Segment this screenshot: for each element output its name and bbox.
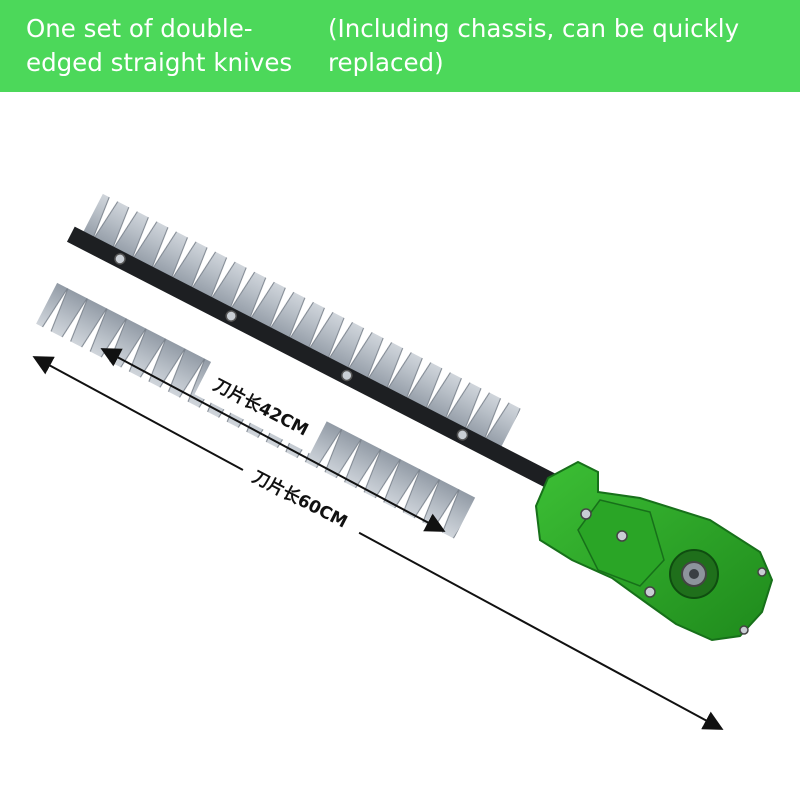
banner-right-text: (Including chassis, can be quickly repla… — [328, 14, 740, 77]
gearbox-housing — [534, 460, 774, 642]
banner-left-text: One set of double- edged straight knives — [26, 14, 293, 77]
hedge-trimmer-illustration: 刀片长42CM 刀片长60CM — [32, 193, 774, 730]
top-banner: One set of double- edged straight knives… — [0, 0, 800, 92]
product-scene: 刀片长42CM 刀片长60CM — [0, 92, 800, 800]
rivet — [114, 253, 126, 265]
rivet — [225, 310, 237, 322]
dimension-line-60cm — [32, 356, 724, 730]
